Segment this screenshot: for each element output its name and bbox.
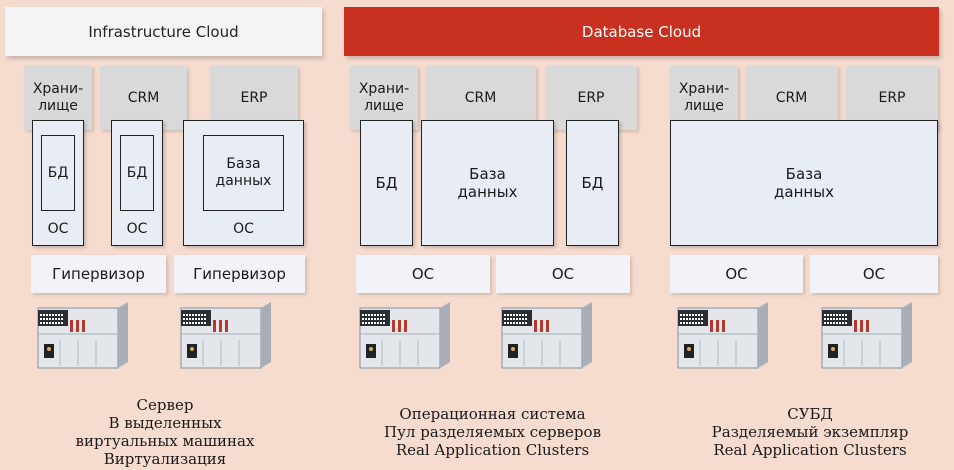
server-icon xyxy=(177,300,277,372)
hypervisor-bar-2: Гипервизор xyxy=(174,255,305,293)
vm-os-label-3: ОС xyxy=(233,221,254,237)
database-box-2: База данных xyxy=(421,120,554,246)
app-box-crm-3: CRM xyxy=(745,66,838,130)
os-bar-2: ОС xyxy=(496,255,630,293)
os-bar-3: ОС xyxy=(670,255,803,293)
app-box-storage-3: Храни- лище xyxy=(670,66,738,130)
vm-os-label-2: ОС xyxy=(126,221,148,237)
server-icon xyxy=(674,300,774,372)
infrastructure-cloud-title: Infrastructure Cloud xyxy=(88,22,239,41)
vm-database-label-3: База данных xyxy=(203,135,284,211)
db-box-1: БД xyxy=(360,120,413,246)
server-icon xyxy=(498,300,598,372)
server-icon xyxy=(34,300,134,372)
app-box-erp-3: ERP xyxy=(846,66,938,130)
hypervisor-bar-1: Гипервизор xyxy=(31,255,166,293)
app-box-storage-1: Храни- лище xyxy=(24,66,92,130)
caption-shared-cluster: Операционная система Пул разделяемых сер… xyxy=(383,405,602,459)
os-bar-1: ОС xyxy=(356,255,490,293)
os-bar-4: ОС xyxy=(810,255,938,293)
infrastructure-cloud-header: Infrastructure Cloud xyxy=(5,7,322,56)
server-icon xyxy=(356,300,456,372)
app-box-crm-2: CRM xyxy=(425,66,536,130)
app-box-erp-2: ERP xyxy=(545,66,637,130)
database-box-shared: База данных xyxy=(670,120,938,246)
database-cloud-header: Database Cloud xyxy=(344,7,939,56)
database-cloud-title: Database Cloud xyxy=(581,22,702,41)
vm-3: База данных ОС xyxy=(183,120,304,246)
app-box-erp-1: ERP xyxy=(210,66,298,130)
db-box-3: БД xyxy=(566,120,619,246)
vm-1: БД ОС xyxy=(32,120,84,246)
app-box-crm-1: CRM xyxy=(100,66,187,130)
vm-db-label-2: БД xyxy=(120,135,154,211)
vm-os-label-1: ОС xyxy=(47,221,69,237)
caption-shared-instance: СУБД Разделяемый экземпляр Real Applicat… xyxy=(711,405,909,459)
vm-db-label-1: БД xyxy=(41,135,75,211)
app-box-storage-2: Храни- лище xyxy=(350,66,418,130)
caption-infrastructure: Сервер В выделенных виртуальных машинах … xyxy=(75,396,255,468)
vm-2: БД ОС xyxy=(111,120,163,246)
server-icon xyxy=(818,300,918,372)
